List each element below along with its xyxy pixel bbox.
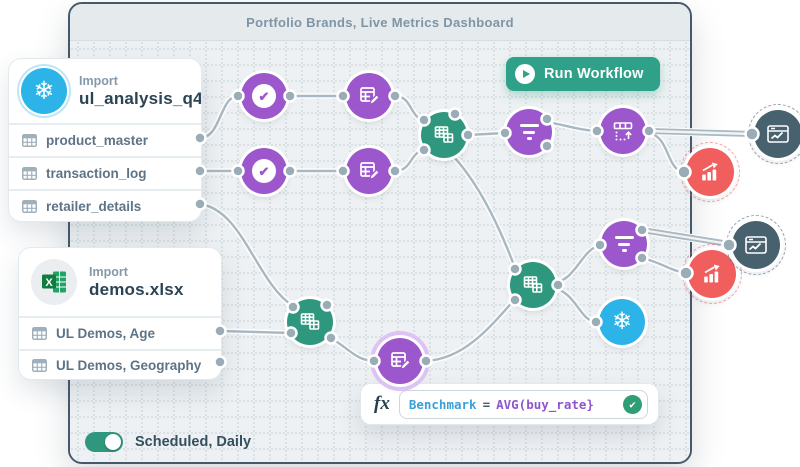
formula-valid-icon: ✔ [623,394,642,414]
table-icon [32,359,47,373]
table-row[interactable]: UL Demos, Age [19,316,221,349]
source-card-header: X Import demos.xlsx [19,248,221,316]
node-join-1[interactable] [421,112,467,158]
pivot-table-icon [613,122,633,141]
join-tables-icon [523,276,543,293]
node-edit-table-2[interactable] [346,148,392,194]
formula-variable: Benchmark [408,396,477,412]
panel-header: Portfolio Brands, Live Metrics Dashboard [70,4,690,41]
source-card-header: ❄ Import ul_analysis_q4 [9,59,201,123]
node-snowflake-output[interactable]: ❄ [599,299,645,345]
schedule-control: Scheduled, Daily [85,432,251,452]
source-card-excel[interactable]: X Import demos.xlsx UL Demos, Age UL Dem… [18,247,222,380]
table-row[interactable]: product_master [9,123,201,156]
edit-table-icon [360,162,381,181]
node-validate-1[interactable]: ✔ [241,73,287,119]
fx-icon: fx [374,393,390,414]
source-name: ul_analysis_q4 [79,88,202,108]
table-icon [32,326,47,340]
page-title: Portfolio Brands, Live Metrics Dashboard [246,14,514,30]
run-workflow-label: Run Workflow [544,66,644,82]
svg-text:X: X [45,277,53,289]
formula-operator: = [482,396,491,412]
table-label: retailer_details [46,199,142,214]
node-filter-1[interactable] [506,109,552,155]
filter-icon [614,236,634,252]
node-edit-table-1[interactable] [346,73,392,119]
formula-card: fx Benchmark = AVG(buy_rate} ✔ [360,383,659,425]
import-label: Import [79,73,118,88]
report-icon [767,125,789,143]
toggle-knob [105,434,121,450]
table-icon [22,200,37,213]
node-filter-2[interactable] [601,221,647,267]
table-label: product_master [46,133,149,148]
table-label: UL Demos, Geography [56,358,202,374]
excel-icon: X [31,259,77,305]
join-tables-icon [300,313,320,330]
run-workflow-button[interactable]: Run Workflow [506,57,660,91]
node-pivot[interactable] [600,108,646,154]
schedule-label: Scheduled, Daily [135,434,252,450]
chart-icon [702,162,718,181]
table-row[interactable]: UL Demos, Geography [19,348,221,380]
table-row[interactable]: retailer_details [9,189,201,221]
edge-lines [198,94,752,363]
table-label: transaction_log [46,166,147,181]
source-name: demos.xlsx [89,279,184,299]
node-join-2[interactable] [510,262,556,308]
table-row[interactable]: transaction_log [9,156,201,189]
node-validate-2[interactable]: ✔ [241,148,287,194]
check-icon: ✔ [252,84,276,108]
table-icon [22,167,37,180]
join-tables-icon [434,126,454,143]
import-label: Import [89,264,128,279]
table-icon [22,134,37,147]
node-formula-edit[interactable] [377,338,423,384]
node-join-3[interactable] [287,299,333,345]
snowflake-icon: ❄ [21,68,67,114]
edit-table-icon [360,87,381,106]
formula-expression: AVG(buy_rate} [496,396,594,412]
report-icon [745,236,767,254]
node-chart-output-1[interactable] [680,142,740,202]
node-report-output-2[interactable] [726,215,786,275]
filter-icon [519,124,539,140]
play-icon [515,64,535,84]
node-report-output-1[interactable] [748,104,800,164]
snowflake-icon: ❄ [611,308,633,335]
edit-table-icon [391,352,412,371]
chart-icon [704,264,720,283]
formula-input[interactable]: Benchmark = AVG(buy_rate} ✔ [398,389,648,419]
table-label: UL Demos, Age [56,325,156,341]
check-icon: ✔ [252,159,276,183]
source-card-snowflake[interactable]: ❄ Import ul_analysis_q4 product_master t… [8,58,202,222]
schedule-toggle[interactable] [85,432,123,452]
